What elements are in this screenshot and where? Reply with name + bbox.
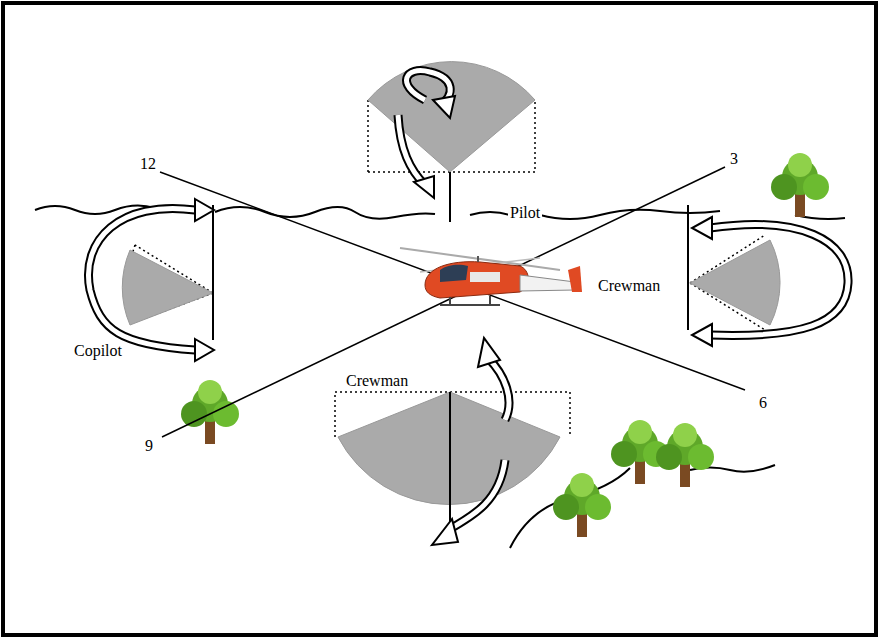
crew-label: Copilot (72, 342, 124, 360)
helicopter (400, 248, 582, 305)
scan-sector (122, 250, 213, 325)
crew-label: Crewman (596, 277, 662, 295)
clock-number: 12 (138, 155, 158, 173)
frame (3, 3, 876, 635)
scan-sector (368, 62, 535, 172)
clock-number: 9 (143, 437, 155, 455)
arrow-head (195, 96, 712, 545)
clock-number: 3 (728, 150, 740, 168)
crew-label: Pilot (508, 204, 542, 222)
tree (553, 473, 611, 537)
tree (656, 423, 714, 487)
scan-arrow (88, 71, 848, 530)
clock-number: 6 (757, 394, 769, 412)
clock-line (160, 172, 745, 390)
tree (181, 380, 239, 444)
crew-label: Crewman (344, 372, 410, 390)
tree (771, 153, 829, 217)
scan-sector (690, 240, 780, 325)
